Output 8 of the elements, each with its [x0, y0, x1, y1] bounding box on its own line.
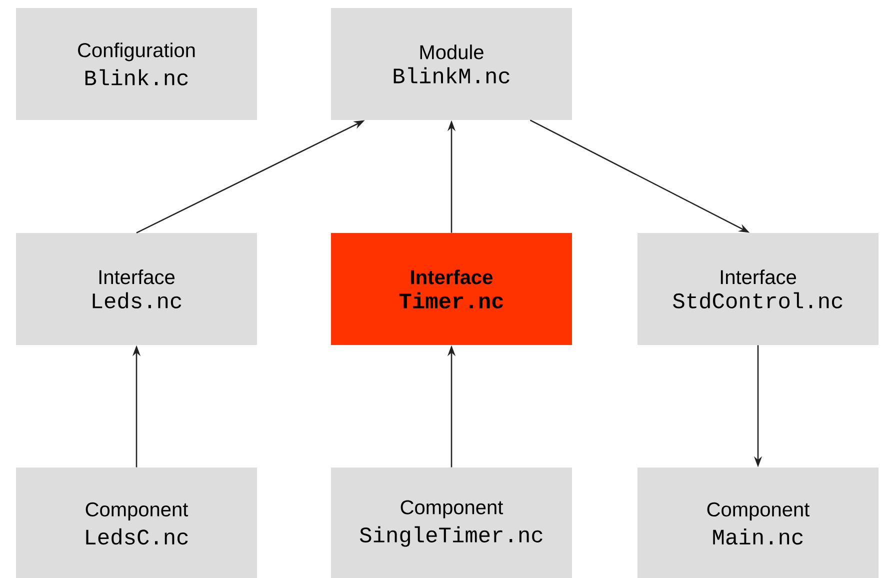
component-box: Module BlinkM.nc [331, 8, 572, 120]
component-box: Interface Leds.nc [16, 233, 257, 345]
component-box: Component LedsC.nc [16, 468, 257, 578]
component-box: Component Main.nc [638, 468, 878, 578]
component-box: Interface StdControl.nc [638, 233, 878, 345]
highlighted-box: Interface Timer.nc [331, 233, 572, 345]
component-box: Configuration Blink.nc [16, 8, 257, 120]
component-box: Component SingleTimer.nc [331, 468, 572, 578]
